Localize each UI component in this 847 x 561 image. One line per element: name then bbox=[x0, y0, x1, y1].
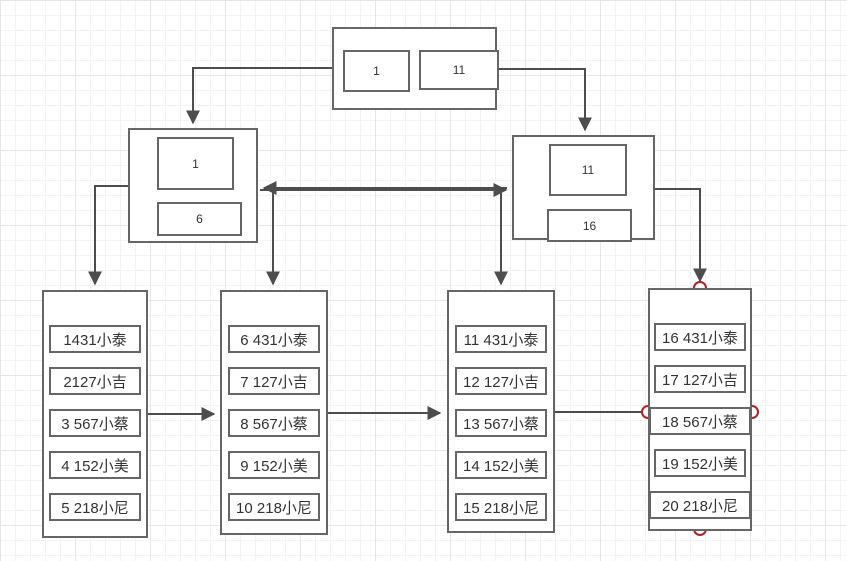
leaf-node-4[interactable]: 16 431小泰 17 127小吉 18 567小蔡 19 152小美 20 2… bbox=[648, 288, 752, 531]
leaf-item[interactable]: 2127小吉 bbox=[49, 367, 141, 395]
leaf-item[interactable]: 12 127小吉 bbox=[455, 367, 547, 395]
edge-root-to-left[interactable] bbox=[186, 67, 332, 125]
leaf-item[interactable]: 7 127小吉 bbox=[228, 367, 320, 395]
key-box[interactable]: 11 bbox=[549, 144, 627, 196]
key-box[interactable]: 6 bbox=[157, 202, 242, 236]
leaf-item[interactable]: 19 152小美 bbox=[654, 449, 746, 477]
edge-root-to-right[interactable] bbox=[497, 68, 592, 132]
btree-internal-node-left[interactable]: 1 6 bbox=[128, 128, 258, 243]
leaf-item[interactable]: 3 567小蔡 bbox=[49, 409, 141, 437]
leaf-item[interactable]: 6 431小泰 bbox=[228, 325, 320, 353]
leaf-item[interactable]: 4 152小美 bbox=[49, 451, 141, 479]
leaf-node-3[interactable]: 11 431小泰 12 127小吉 13 567小蔡 14 152小美 15 2… bbox=[447, 290, 555, 533]
leaf-item[interactable]: 17 127小吉 bbox=[654, 365, 746, 393]
leaf-item[interactable]: 10 218小尼 bbox=[228, 493, 320, 521]
leaf-item[interactable]: 18 567小蔡 bbox=[649, 407, 751, 435]
btree-root-node[interactable]: 1 11 bbox=[332, 27, 499, 110]
leaf-item[interactable]: 8 567小蔡 bbox=[228, 409, 320, 437]
leaf-item[interactable]: 9 152小美 bbox=[228, 451, 320, 479]
key-box[interactable]: 1 bbox=[343, 50, 410, 92]
edge-left-to-leaf1[interactable] bbox=[88, 185, 128, 286]
leaf-node-1[interactable]: 1431小泰 2127小吉 3 567小蔡 4 152小美 5 218小尼 bbox=[42, 290, 148, 538]
edge-right-to-leaf4[interactable] bbox=[655, 188, 707, 283]
edge-group bbox=[88, 67, 707, 421]
key-box[interactable]: 11 bbox=[419, 50, 499, 90]
key-box[interactable]: 1 bbox=[157, 137, 234, 190]
leaf-item[interactable]: 20 218小尼 bbox=[649, 491, 751, 519]
leaf-item[interactable]: 15 218小尼 bbox=[455, 493, 547, 521]
leaf-item[interactable]: 13 567小蔡 bbox=[455, 409, 547, 437]
btree-internal-node-right[interactable]: 11 16 bbox=[512, 135, 655, 242]
leaf-item[interactable]: 16 431小泰 bbox=[654, 323, 746, 351]
leaf-item[interactable]: 1431小泰 bbox=[49, 325, 141, 353]
leaf-item[interactable]: 11 431小泰 bbox=[455, 325, 547, 353]
leaf-item[interactable]: 5 218小尼 bbox=[49, 493, 141, 521]
key-box[interactable]: 16 bbox=[547, 209, 632, 242]
leaf-node-2[interactable]: 6 431小泰 7 127小吉 8 567小蔡 9 152小美 10 218小尼 bbox=[220, 290, 328, 535]
leaf-item[interactable]: 14 152小美 bbox=[455, 451, 547, 479]
